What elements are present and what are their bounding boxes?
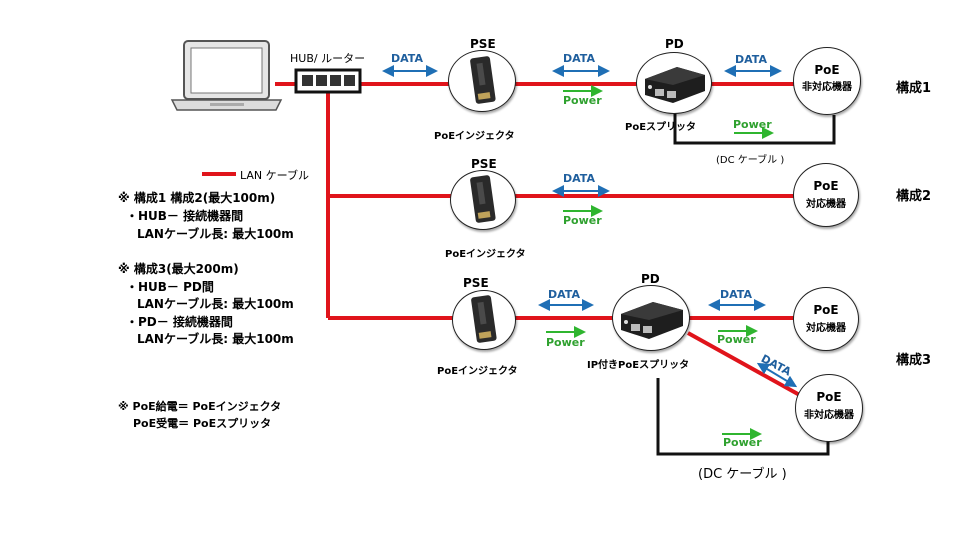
note-cfg12-title: ※ 構成1 構成2(最大100m) [118, 191, 276, 205]
data-label-1: DATA [391, 52, 423, 65]
pse-circle-config3 [452, 290, 516, 350]
poe-splitter-icon [621, 302, 683, 339]
note-poe-line1: ※ PoE給電＝ PoEインジェクタ [118, 400, 282, 413]
note-cfg3-line4: LANケーブル長: 最大100m [137, 332, 294, 346]
pse-circle-config2 [450, 170, 516, 230]
note-poe-line2: PoE受電＝ PoEスプリッタ [133, 417, 272, 430]
injector-label-config2: PoEインジェクタ [445, 249, 526, 260]
note-cfg12-line1: ・HUB－ 接続機器間 [126, 209, 244, 223]
note-cfg3-title: ※ 構成3(最大200m) [118, 262, 239, 276]
hub-icon [294, 68, 362, 94]
config2-label: 構成2 [896, 189, 932, 204]
data-label-4: DATA [563, 172, 595, 185]
pd-circle-config3 [612, 285, 690, 351]
config1-label: 構成1 [896, 81, 932, 96]
pse-title-config3: PSE [463, 276, 489, 290]
device2-line2: 対応機器 [806, 199, 846, 210]
poe-injector-icon [470, 175, 496, 223]
power-label-3: Power [563, 214, 602, 227]
config3-label: 構成3 [896, 353, 932, 368]
data-label-3: DATA [735, 53, 767, 66]
dc-label-config1: (DC ケーブル ) [716, 155, 785, 166]
splitter-label-config1: PoEスプリッタ [625, 122, 697, 133]
power-label-1: Power [563, 94, 602, 107]
data-arrow-7 [756, 362, 798, 388]
lan-cables [275, 82, 806, 400]
legend-cable-label: LAN ケーブル [240, 169, 309, 182]
device1-line1: PoE [814, 63, 840, 77]
device3b-line1: PoE [816, 390, 842, 404]
poe-injector-icon [470, 56, 496, 104]
data-label-5: DATA [548, 288, 580, 301]
pse-title-config2: PSE [471, 157, 497, 171]
dc-label-config3: (DC ケーブル ) [698, 467, 787, 482]
device3a-line2: 対応機器 [806, 323, 846, 334]
injector-label-config3: PoEインジェクタ [437, 366, 518, 377]
power-label-4: Power [546, 336, 585, 349]
pse-title-config1: PSE [470, 37, 496, 51]
dc-cables [656, 110, 836, 456]
hub-label: HUB/ ルーター [290, 52, 366, 65]
pd-title-config3: PD [641, 272, 660, 286]
dc-cable-config3 [656, 378, 830, 456]
power-arrows [546, 85, 774, 440]
dc-cable-config1 [673, 110, 836, 145]
device-circle-config2: PoE 対応機器 [793, 163, 859, 227]
laptop-icon [170, 40, 283, 111]
pse-circle-config1 [448, 50, 516, 112]
device3a-line1: PoE [813, 303, 839, 317]
device-circle-config3a: PoE 対応機器 [793, 287, 859, 351]
device-circle-config1: PoE 非対応機器 [793, 47, 861, 115]
note-cfg3-line2: LANケーブル長: 最大100m [137, 297, 294, 311]
pd-title-config1: PD [665, 37, 684, 51]
device-circle-config3b: PoE 非対応機器 [795, 374, 863, 442]
device3b-line2: 非対応機器 [804, 410, 854, 421]
pd-circle-config1 [636, 52, 712, 114]
power-label-6: Power [723, 436, 762, 449]
power-label-5: Power [717, 333, 756, 346]
data-label-2: DATA [563, 52, 595, 65]
data-label-6: DATA [720, 288, 752, 301]
note-cfg3-line1: ・HUB－ PD間 [126, 280, 214, 294]
data-arrows [382, 65, 798, 388]
cable-pd3-device3b [687, 331, 806, 400]
note-cfg3-line3: ・PD－ 接続機器間 [126, 315, 233, 329]
note-cfg12-line2: LANケーブル長: 最大100m [137, 227, 294, 241]
poe-splitter-icon [645, 67, 705, 103]
injector-label-config1: PoEインジェクタ [434, 131, 515, 142]
power-label-2: Power [733, 118, 772, 131]
splitter-label-config3: IP付きPoEスプリッタ [587, 360, 690, 371]
device2-line1: PoE [813, 179, 839, 193]
device1-line2: 非対応機器 [802, 82, 852, 93]
poe-injector-icon [471, 295, 497, 343]
